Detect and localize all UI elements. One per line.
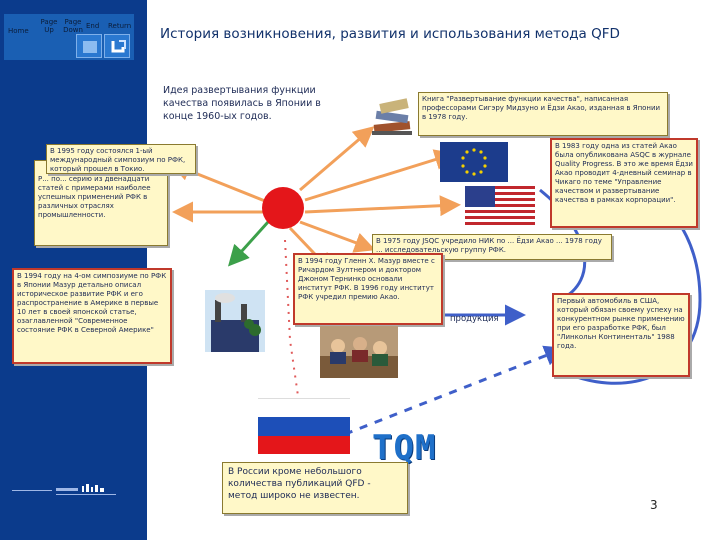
nav-end-button[interactable]: End: [86, 22, 100, 30]
tqm-logo: TQM: [372, 428, 437, 468]
nav-page-up-button[interactable]: Page Up: [40, 18, 58, 34]
nav-return-button[interactable]: Return: [108, 22, 132, 30]
note-1983: В 1983 году одна из статей Акао была опу…: [550, 138, 698, 228]
russia-flag: [258, 398, 350, 454]
us-flag: [465, 186, 535, 226]
slide-title: История возникновения, развития и исполь…: [160, 26, 620, 42]
nav-page-down-button[interactable]: Page Down: [63, 18, 83, 34]
production-label: продукция: [450, 314, 499, 324]
note-russia: В России кроме небольшого количества пуб…: [222, 462, 408, 514]
page-number: 3: [650, 498, 658, 512]
intro-text: Идея развертывания функции качества появ…: [163, 85, 321, 122]
note-car: Первый автомобиль в США, который обязан …: [552, 293, 690, 377]
note-1994-mazur-article: В 1994 году на 4-ом симпозиуме по РФК в …: [12, 268, 172, 364]
decorative-barcode: [12, 484, 116, 495]
eu-flag: [440, 142, 508, 182]
book-note: Книга "Развертывание функции качества", …: [418, 92, 668, 136]
books-icon: [372, 98, 412, 135]
end-icon[interactable]: [76, 34, 102, 58]
nav-home-button[interactable]: Home: [8, 27, 29, 35]
note-1995-front: В 1995 году состоялся 1-ый международный…: [46, 144, 196, 174]
return-icon[interactable]: [104, 34, 130, 58]
meeting-photo: [320, 326, 398, 378]
origin-dot: [262, 187, 304, 229]
note-1994-institute: В 1994 году Гленн Х. Мазур вместе с Рича…: [293, 253, 443, 325]
note-articles-series: Р... по... серию из двенадцати статей с …: [34, 160, 168, 246]
factory-image: [205, 290, 265, 352]
